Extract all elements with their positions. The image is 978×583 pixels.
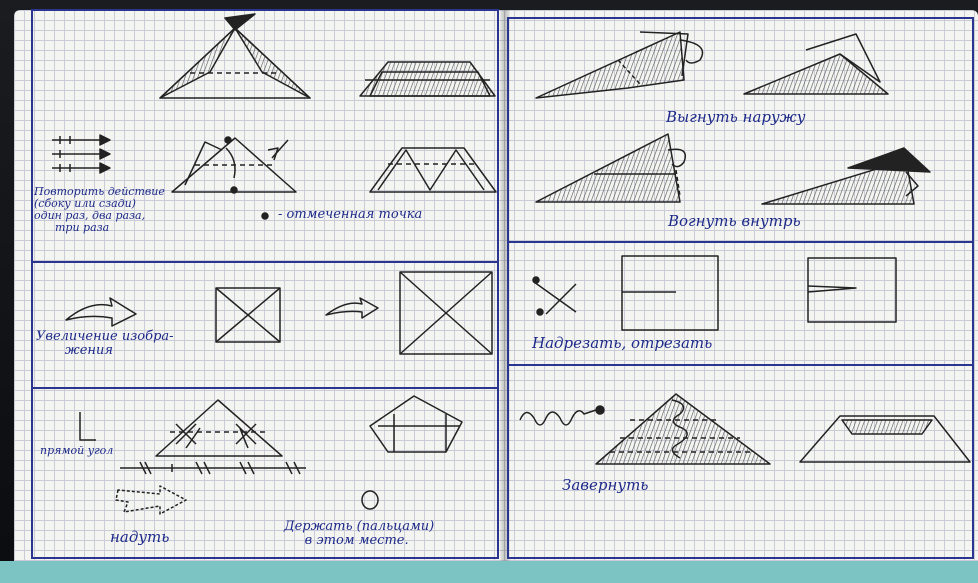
inflate-arrow-icon xyxy=(116,486,186,514)
roll-up-triangle-diagram xyxy=(596,394,770,464)
fold-outward-left-diagram xyxy=(536,32,703,98)
roll-end-dot xyxy=(596,406,604,414)
label-cut: Надрезать, отрезать xyxy=(532,336,712,350)
trapezoid-diagram xyxy=(360,62,495,96)
right-angle-icon xyxy=(80,412,96,440)
triangle-with-points-diagram xyxy=(172,137,296,193)
label-roll-up: Завернуть xyxy=(562,478,648,492)
square-with-cut-diagram xyxy=(622,256,718,330)
fold-inward-left-diagram xyxy=(536,134,685,202)
roll-up-trapezoid-diagram xyxy=(800,416,970,462)
enlarge-arrow-icon xyxy=(66,298,136,326)
right-angle-triangle-diagram xyxy=(156,400,282,456)
fold-outward-right-diagram xyxy=(744,34,888,94)
square-with-slit-diagram xyxy=(808,258,896,322)
label-right-angle: прямой угол xyxy=(40,444,113,458)
zigzag-fold-diagram xyxy=(370,148,496,192)
label-fold-outward: Выгнуть наружу xyxy=(666,110,805,124)
scissors-cut-icon xyxy=(533,277,576,315)
scale-ruler xyxy=(120,462,306,474)
triangle-fold-diagram xyxy=(160,14,310,98)
label-marked-point: - отмеченная точка xyxy=(278,208,422,222)
label-repeat-action: Повторить действие (сбоку или сзади) оди… xyxy=(34,186,165,234)
label-fold-inward: Вогнуть внутрь xyxy=(668,214,801,228)
repeat-arrows-icon xyxy=(52,135,110,173)
label-hold-here: Держать (пальцами) в этом месте. xyxy=(284,520,434,548)
hold-here-icon xyxy=(362,491,378,509)
large-square-crossed xyxy=(400,272,492,354)
spiral-roll-icon xyxy=(520,410,596,425)
marked-point-icon xyxy=(262,213,268,219)
enlarge-arrow-icon-2 xyxy=(326,298,378,318)
small-square-crossed xyxy=(216,288,280,342)
fold-inward-right-diagram xyxy=(762,148,930,204)
label-enlarge-image: Увеличение изобра- жения xyxy=(36,330,174,358)
label-inflate: надуть xyxy=(110,530,169,544)
folded-envelope-diagram xyxy=(370,396,462,452)
